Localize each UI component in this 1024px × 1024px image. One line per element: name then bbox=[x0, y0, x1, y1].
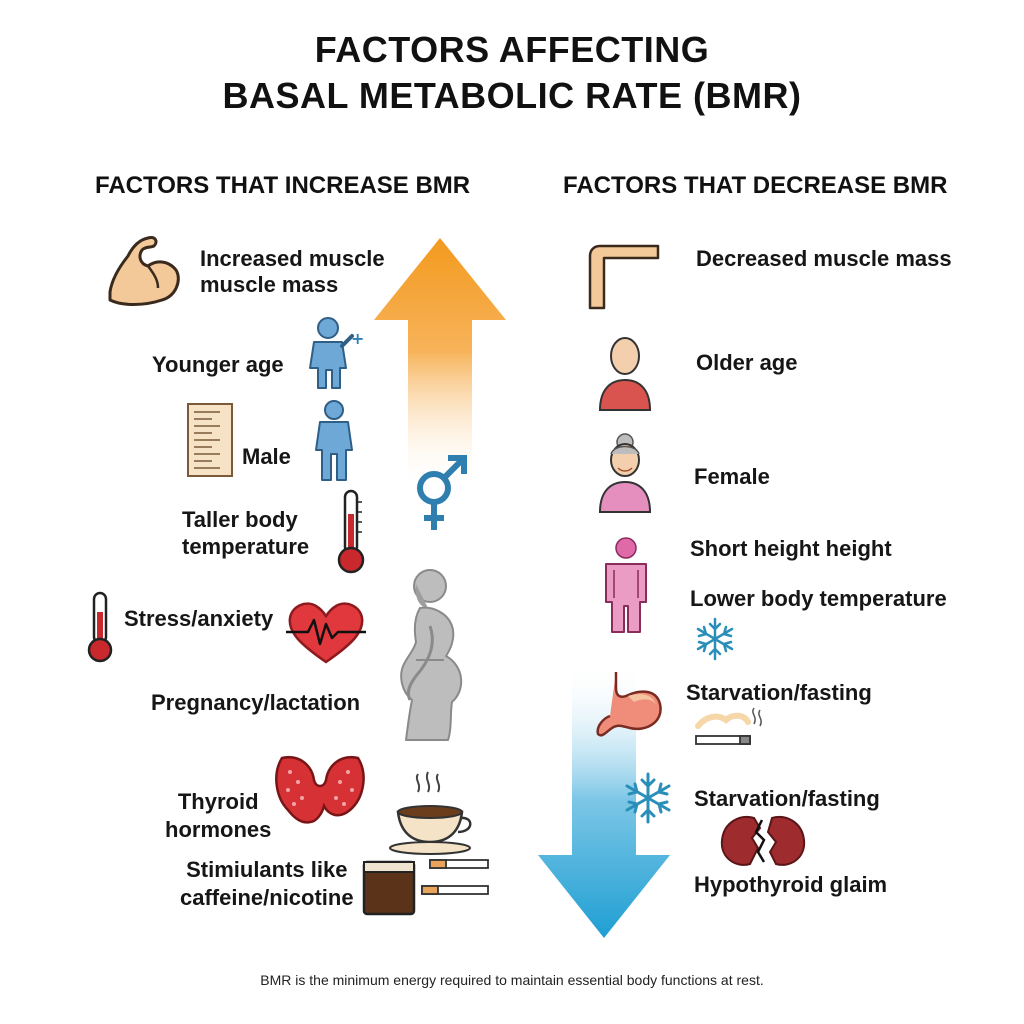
height-chart-icon bbox=[187, 403, 233, 477]
increase-label-2: Younger age bbox=[152, 352, 284, 377]
adult-bust-icon bbox=[598, 337, 652, 411]
snowflake-icon bbox=[696, 617, 734, 661]
cigarette-icon bbox=[695, 707, 762, 745]
elderly-woman-icon bbox=[598, 433, 652, 513]
decrease-label-5: Lower body temperature bbox=[690, 586, 947, 611]
increase-arrow bbox=[374, 238, 506, 490]
increase-label-5: Stress/anxiety bbox=[124, 606, 274, 631]
decrease-label-6: Starvation/fasting bbox=[686, 680, 872, 705]
stress-thermometer-icon bbox=[87, 591, 113, 663]
coffee-cigarette-icon bbox=[362, 771, 489, 916]
decrease-label-3: Female bbox=[694, 464, 770, 489]
young-person-icon: + bbox=[309, 317, 364, 389]
increase-label-3: Male bbox=[242, 444, 291, 469]
heartbeat-heart-icon bbox=[286, 602, 366, 664]
title-line-1: FACTORS AFFECTING bbox=[314, 29, 710, 70]
snowflake-icon-2 bbox=[625, 772, 671, 824]
decrease-label-2: Older age bbox=[696, 350, 798, 375]
decrease-heading: FACTORS THAT DECREASE BMR bbox=[563, 172, 948, 199]
pregnant-woman-icon bbox=[400, 569, 462, 741]
increase-heading: FACTORS THAT INCREASE BMR bbox=[95, 172, 471, 199]
flexed-arm-icon bbox=[108, 236, 180, 306]
gender-symbol-icon bbox=[417, 455, 467, 530]
title-line-2: BASAL METABOLIC RATE (BMR) bbox=[222, 75, 802, 116]
stomach-icon bbox=[596, 672, 662, 737]
svg-text:+: + bbox=[351, 329, 364, 348]
decrease-label-8: Hypothyroid glaim bbox=[694, 872, 888, 897]
thyroid-gland-icon bbox=[275, 755, 365, 824]
footer-caption: BMR is the minimum energy required to ma… bbox=[260, 972, 764, 988]
broken-thyroid-icon bbox=[720, 816, 806, 866]
decrease-arrow bbox=[538, 662, 670, 938]
male-figure-icon bbox=[315, 400, 353, 481]
short-person-icon bbox=[605, 537, 647, 633]
increase-label-6: Pregnancy/lactation bbox=[151, 690, 361, 715]
thin-arm-icon bbox=[588, 244, 660, 310]
decrease-label-7: Starvation/fasting bbox=[694, 786, 880, 811]
decrease-label-4: Short height height bbox=[690, 536, 892, 561]
thermometer-icon bbox=[337, 489, 365, 574]
decrease-label-1: Decreased muscle mass bbox=[696, 246, 952, 271]
